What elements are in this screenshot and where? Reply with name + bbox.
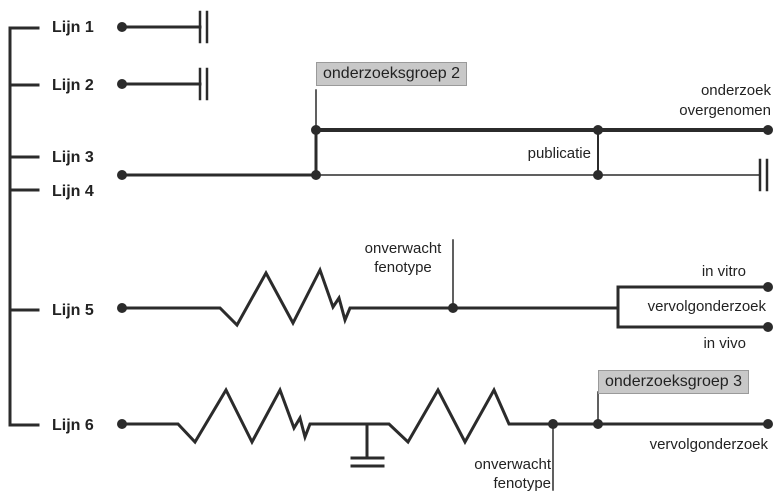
takeover-label-line2: overgenomen — [679, 102, 771, 119]
lijn1-stop-symbol — [198, 10, 209, 44]
lijn4-start-dot — [117, 170, 127, 180]
followup-label-6: vervolgonderzoek — [649, 436, 768, 453]
branch-dot-upper — [311, 125, 321, 135]
group3-box: onderzoeksgroep 3 — [598, 370, 749, 394]
in-vitro-label: in vitro — [701, 263, 746, 280]
lane-label-lijn3: Lijn 3 — [52, 149, 94, 166]
unexpected-phenotype-dot-5 — [448, 303, 458, 313]
publication-dot-lower — [593, 170, 603, 180]
followup-label-5: vervolgonderzoek — [647, 298, 766, 315]
lane-label-lijn5: Lijn 5 — [52, 302, 94, 319]
unexpected-phenotype-label-5-line2: fenotype — [374, 259, 432, 276]
in-vivo-end-dot — [763, 322, 773, 332]
in-vivo-label: in vivo — [703, 335, 746, 352]
group2-box: onderzoeksgroep 2 — [316, 62, 467, 86]
ground-symbol — [350, 456, 385, 468]
lijn5-zigzag-line — [120, 266, 620, 328]
in-vitro-end-dot — [763, 282, 773, 292]
lijn5-fork — [616, 285, 770, 329]
lijn2-start-dot — [117, 79, 127, 89]
unexpected-phenotype-dot-6 — [548, 419, 558, 429]
lijn6-start-dot — [117, 419, 127, 429]
branch-dot-lower — [311, 170, 321, 180]
takeover-label-line1: onderzoek — [700, 82, 771, 99]
unexpected-phenotype-label-5-line1: onverwacht — [364, 240, 442, 257]
group3-dot — [593, 419, 603, 429]
lane-label-lijn1: Lijn 1 — [52, 19, 94, 36]
lijn5-start-dot — [117, 303, 127, 313]
lane-label-lijn2: Lijn 2 — [52, 77, 94, 94]
followup-6-end-dot — [763, 419, 773, 429]
unexpected-phenotype-label-6-line2: fenotype — [493, 475, 551, 492]
lijn2-stop-symbol — [198, 67, 209, 101]
lane-label-lijn4: Lijn 4 — [52, 183, 94, 200]
takeover-end-dot — [763, 125, 773, 135]
lijn6-zigzag-line — [120, 386, 770, 446]
lijn1-start-dot — [117, 22, 127, 32]
unexpected-phenotype-label-6-line1: onverwacht — [474, 456, 551, 473]
publication-label: publicatie — [527, 145, 591, 162]
lane-label-lijn6: Lijn 6 — [52, 417, 94, 434]
trunk-line — [8, 26, 40, 427]
lijn4-stop-symbol — [758, 158, 769, 192]
publication-dot-upper — [593, 125, 603, 135]
